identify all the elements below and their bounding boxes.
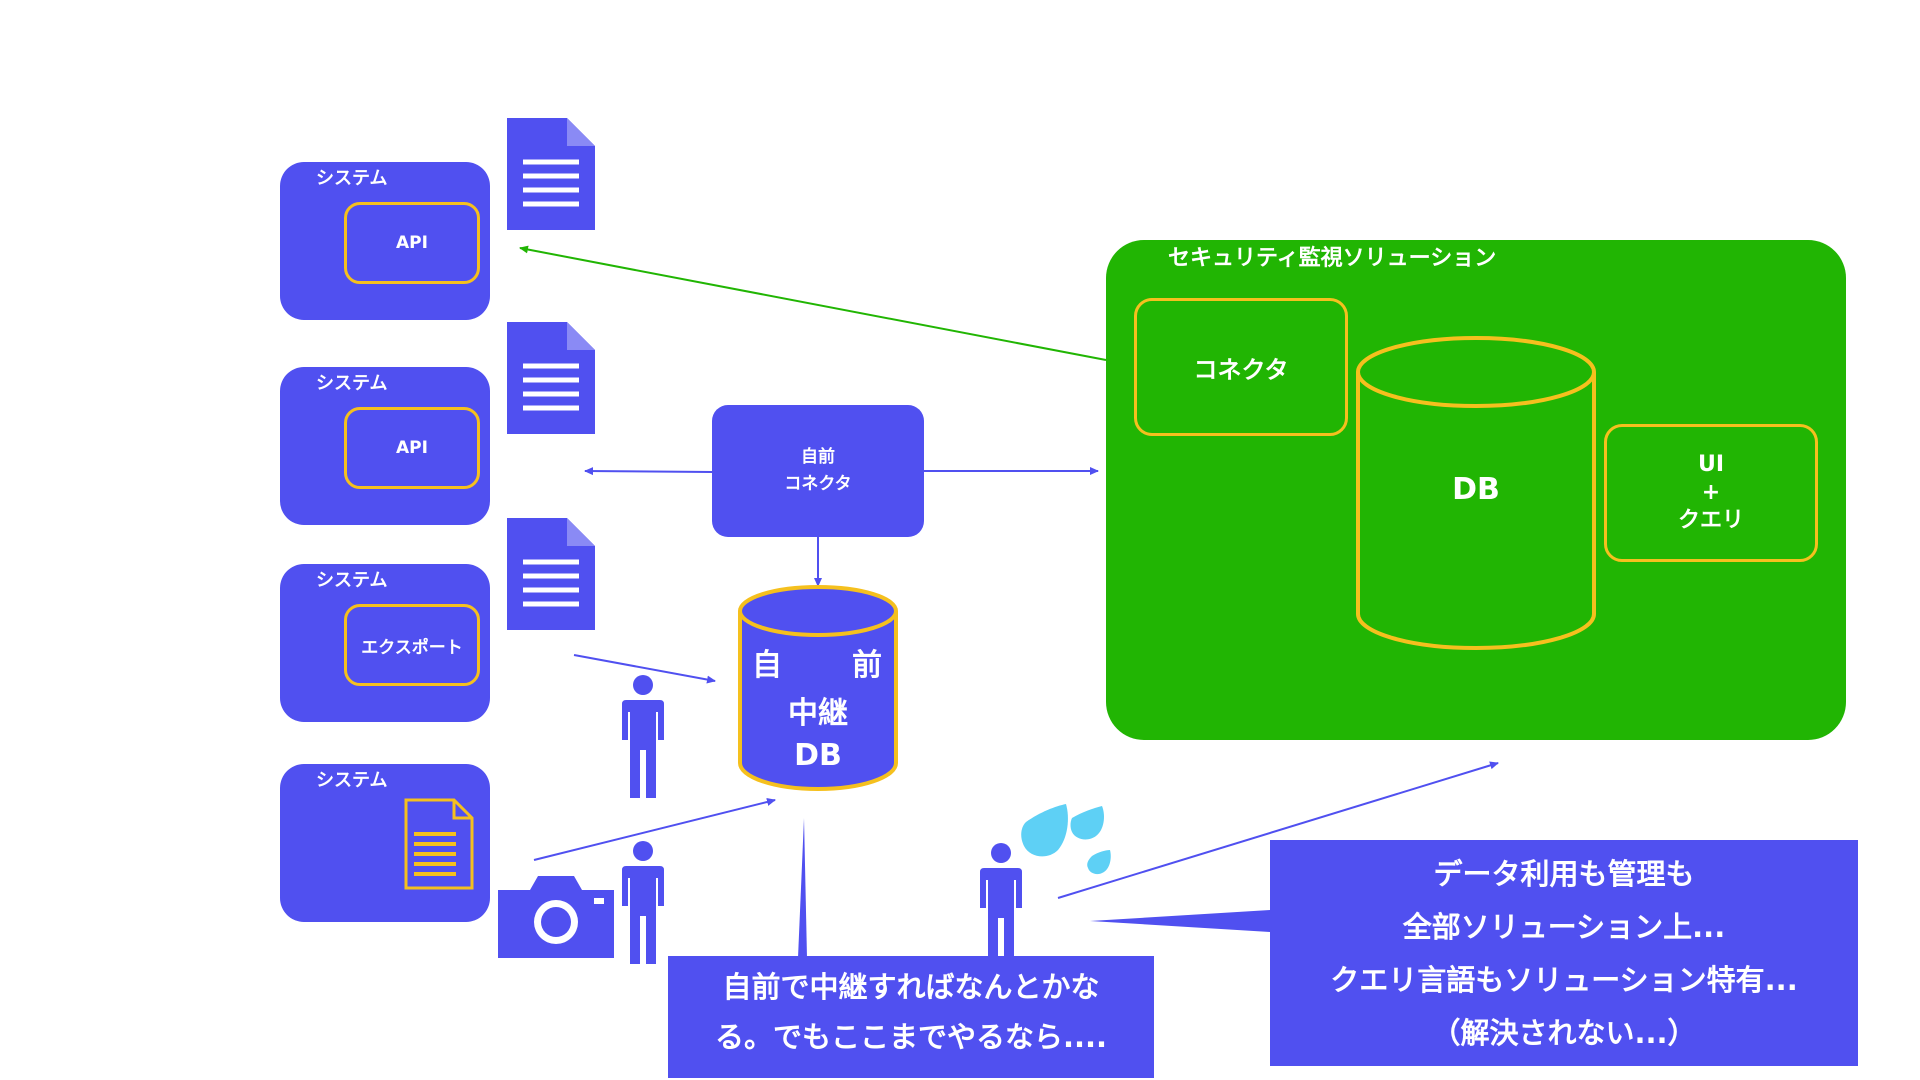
relay-db-cylinder: [738, 585, 898, 791]
person-icon: [980, 843, 1022, 966]
person-to-solution-arrow: [1057, 761, 1499, 899]
relay-db-label-2: 中継: [788, 696, 848, 731]
ui-label: UI: [1697, 452, 1725, 477]
own-connector-line1: 自前: [801, 447, 835, 467]
system-box-4: システム: [280, 764, 490, 922]
api-box: API: [344, 407, 480, 489]
solution-title: セキュリティ監視ソリューション: [1168, 246, 1497, 271]
document-icon: [507, 322, 595, 434]
system-box-3: システム エクスポート: [280, 564, 490, 722]
callout-left-line1: 自前で中継すればなんとかな: [722, 970, 1100, 1004]
system-label: システム: [316, 770, 388, 791]
export-to-relay-arrow: [573, 654, 716, 684]
system-label: システム: [316, 373, 388, 394]
sweat-drops-icon: [1021, 804, 1111, 875]
solution-to-api-arrow: [519, 245, 1107, 361]
callout-right-line4: （解決されない...）: [1431, 1016, 1697, 1050]
system-label: システム: [316, 570, 388, 591]
relay-db-label-3: DB: [794, 738, 842, 773]
system-box-1: システム API: [280, 162, 490, 320]
relay-db-label-1a: 自: [752, 648, 782, 683]
callout-right-line1: データ利用も管理も: [1433, 857, 1695, 891]
solution-db-cylinder: [1356, 336, 1596, 650]
own-connector-line2: コネクタ: [784, 474, 852, 494]
solution-connector-box: コネクタ: [1134, 298, 1348, 436]
person-icon: [622, 841, 664, 964]
callout-left-tail: [798, 818, 807, 958]
person-icon: [622, 675, 664, 798]
camera-icon: [498, 876, 614, 958]
solution-ui-query-box: UI + クエリ: [1604, 424, 1818, 562]
callout-left-line2: る。でもここまでやるなら....: [714, 1020, 1108, 1054]
callout-left: 自前で中継すればなんとかな る。でもここまでやるなら....: [668, 956, 1154, 1078]
callout-right-line3: クエリ言語もソリューション特有...: [1330, 963, 1798, 997]
document-outline-icon: [404, 798, 474, 890]
own-connector-box: 自前 コネクタ: [712, 405, 924, 537]
security-solution-panel: セキュリティ監視ソリューション コネクタ DB UI + クエリ: [1106, 240, 1846, 740]
export-box: エクスポート: [344, 604, 480, 686]
solution-db-label: DB: [1452, 472, 1500, 507]
document-icon: [507, 518, 595, 630]
callout-right: データ利用も管理も 全部ソリューション上... クエリ言語もソリューション特有.…: [1270, 840, 1858, 1066]
system-label: システム: [316, 168, 388, 189]
system-box-2: システム API: [280, 367, 490, 525]
plus-label: +: [1701, 480, 1721, 505]
query-label: クエリ: [1677, 508, 1744, 533]
camera-to-relay-arrow: [533, 798, 776, 861]
document-icon: [507, 118, 595, 230]
callout-right-tail: [1090, 910, 1270, 932]
relay-db-label-1b: 前: [852, 648, 882, 683]
own-connector-to-system-arrow: [584, 467, 713, 476]
api-box: API: [344, 202, 480, 284]
callout-right-line2: 全部ソリューション上...: [1402, 910, 1726, 944]
